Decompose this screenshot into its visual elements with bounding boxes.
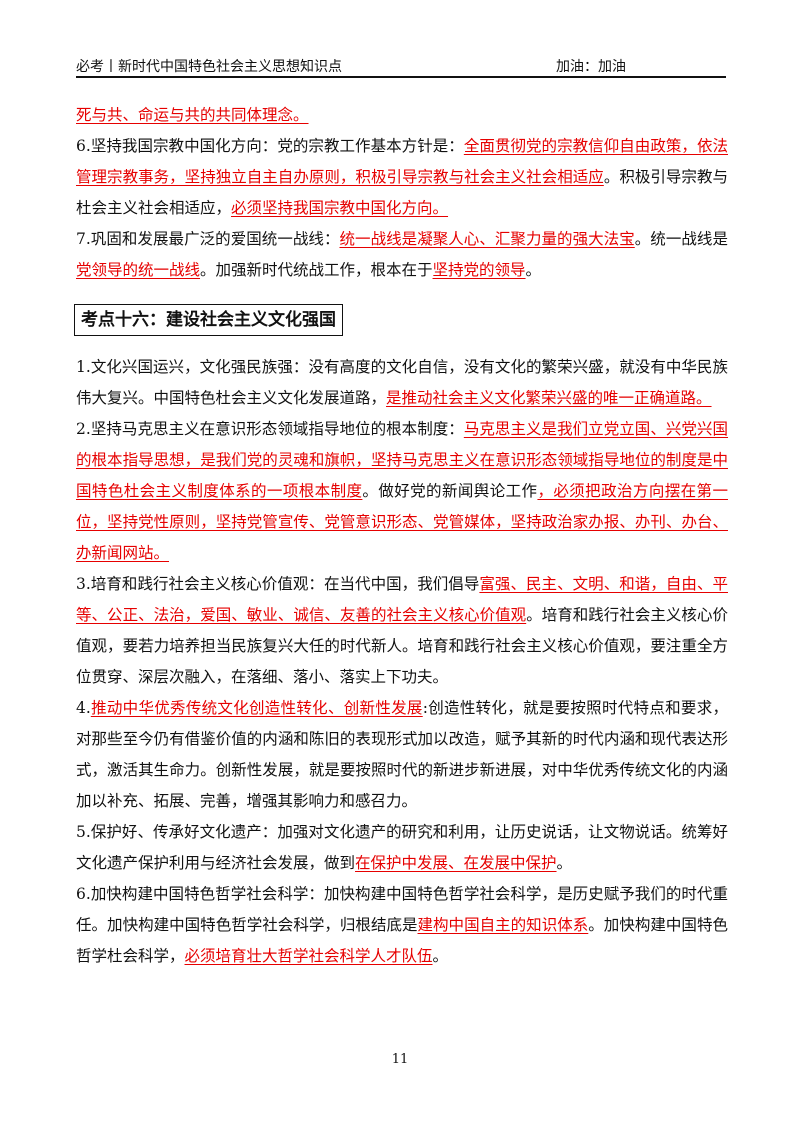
paragraph-culture-2: 2.坚持马克思主义在意识形态领域指导地位的根本制度：马克思主义是我们立党立国、兴…	[76, 414, 728, 569]
highlight-text: 必须坚持我国宗教中国化方向。	[231, 199, 449, 217]
body-text: 4.	[76, 699, 91, 717]
page-number: 11	[391, 1052, 409, 1067]
body-text: 3.培育和践行社会主义核心价值观：在当代中国，我们倡导	[76, 575, 480, 593]
document-body: 死与共、命运与共的共同体理念。 6.坚持我国宗教中国化方向：党的宗教工作基本方针…	[74, 100, 728, 972]
body-text: 。培育和践行社会主义核心价值观，要若力培养担当民族复兴大任的时代新人。培育和践行…	[76, 606, 728, 686]
highlight-text: 死与共、命运与共的共同体理念。	[76, 106, 309, 124]
highlight-text: 是推动社会主义文化繁荣兴盛的唯一正确道路。	[386, 389, 712, 407]
header-slogan: 加油：加油	[556, 59, 626, 75]
highlight-text: 在保护中发展、在发展中保护	[355, 854, 557, 872]
page-header: 必考丨新时代中国特色社会主义思想知识点 加油：加油	[76, 56, 726, 78]
header-title: 必考丨新时代中国特色社会主义思想知识点	[76, 59, 342, 75]
body-text: 7.巩固和发展最广泛的爱国统一战线：	[76, 230, 340, 248]
header-rule	[76, 76, 726, 78]
paragraph-religion: 6.坚持我国宗教中国化方向：党的宗教工作基本方针是：全面贯彻党的宗教信仰自由政策…	[76, 131, 728, 224]
paragraph-culture-3: 3.培育和践行社会主义核心价值观：在当代中国，我们倡导富强、民主、文明、和谐，自…	[76, 569, 728, 693]
body-text: 。加强新时代统战工作，根本在于	[200, 261, 433, 279]
highlight-text: 富强、民主、文明、和谐，自由、平等、公正、法治，爱国、敏业、诚信、友善的社会主义…	[76, 575, 728, 624]
highlight-text: 必须培育壮大哲学社会科学人才队伍	[184, 947, 433, 965]
body-text: 。加快构建中国特色哲学杜会科学，	[76, 916, 728, 965]
highlight-text: 马克思主义是我们立党立国、兴党兴国的根本指导思想，是我们党的灵魂和旗帜，坚持马克…	[76, 420, 728, 500]
section-title: 考点十六：建设社会主义文化强国	[74, 304, 343, 336]
body-text: 。	[432, 947, 449, 965]
body-text: 。统一战线是	[634, 230, 728, 248]
body-text: 6.坚持我国宗教中国化方向：党的宗教工作基本方针是：	[76, 137, 464, 155]
body-text: 。做好党的新闻舆论工作	[362, 482, 538, 500]
highlight-text: 统一战线是凝聚人心、汇聚力量的强大法宝	[339, 230, 635, 248]
highlight-text: 推动中华优秀传统文化创造性转化、创新性发展	[90, 699, 423, 717]
paragraph-united-front: 7.巩固和发展最广泛的爱国统一战线：统一战线是凝聚人心、汇聚力量的强大法宝。统一…	[76, 224, 728, 286]
highlight-text: 建构中国自主的知识体系	[417, 916, 589, 934]
body-text: 。	[556, 854, 573, 872]
body-text: 。	[525, 261, 542, 279]
paragraph-continued: 死与共、命运与共的共同体理念。	[76, 100, 728, 131]
body-text: 1.文化兴国运兴，文化强民族强：没有高度的文化自信，没有文化的繁荣兴盛，就没有中…	[76, 358, 728, 407]
paragraph-culture-5: 5.保护好、传承好文化遗产：加强对文化遗产的研究和利用，让历史说话，让文物说话。…	[76, 817, 728, 879]
body-text: 。积极引导宗教与杜会主义社会相适应，	[76, 168, 728, 217]
highlight-text: 坚持党的领导	[432, 261, 526, 279]
paragraph-culture-1: 1.文化兴国运兴，文化强民族强：没有高度的文化自信，没有文化的繁荣兴盛，就没有中…	[76, 352, 728, 414]
paragraph-culture-4: 4.推动中华优秀传统文化创造性转化、创新性发展:创造性转化，就是要按照时代特点和…	[76, 693, 728, 817]
body-text: 5.保护好、传承好文化遗产：加强对文化遗产的研究和利用，让历史说话，让文物说话。…	[76, 823, 728, 872]
body-text: 2.坚持马克思主义在意识形态领域指导地位的根本制度：	[76, 420, 464, 438]
paragraph-culture-6: 6.加快构建中国特色哲学社会科学：加快构建中国特色哲学社会科学，是历史赋予我们的…	[76, 879, 728, 972]
highlight-text: 全面贯彻党的宗教信仰自由政策，依法管理宗教事务，坚持独立自主自办原则，积极引导宗…	[76, 137, 728, 186]
highlight-text: ，必须把政治方向摆在第一位，坚持党性原则，坚持党管宣传、党管意识形态、党管媒体，…	[76, 482, 728, 562]
body-text: 6.加快构建中国特色哲学社会科学：加快构建中国特色哲学社会科学，是历史赋予我们的…	[76, 885, 728, 934]
highlight-text: 党领导的统一战线	[76, 261, 201, 279]
body-text: :创造性转化，就是要按照时代特点和要求，对那些至今仍有借鉴价值的内涵和陈旧的表现…	[76, 699, 728, 810]
